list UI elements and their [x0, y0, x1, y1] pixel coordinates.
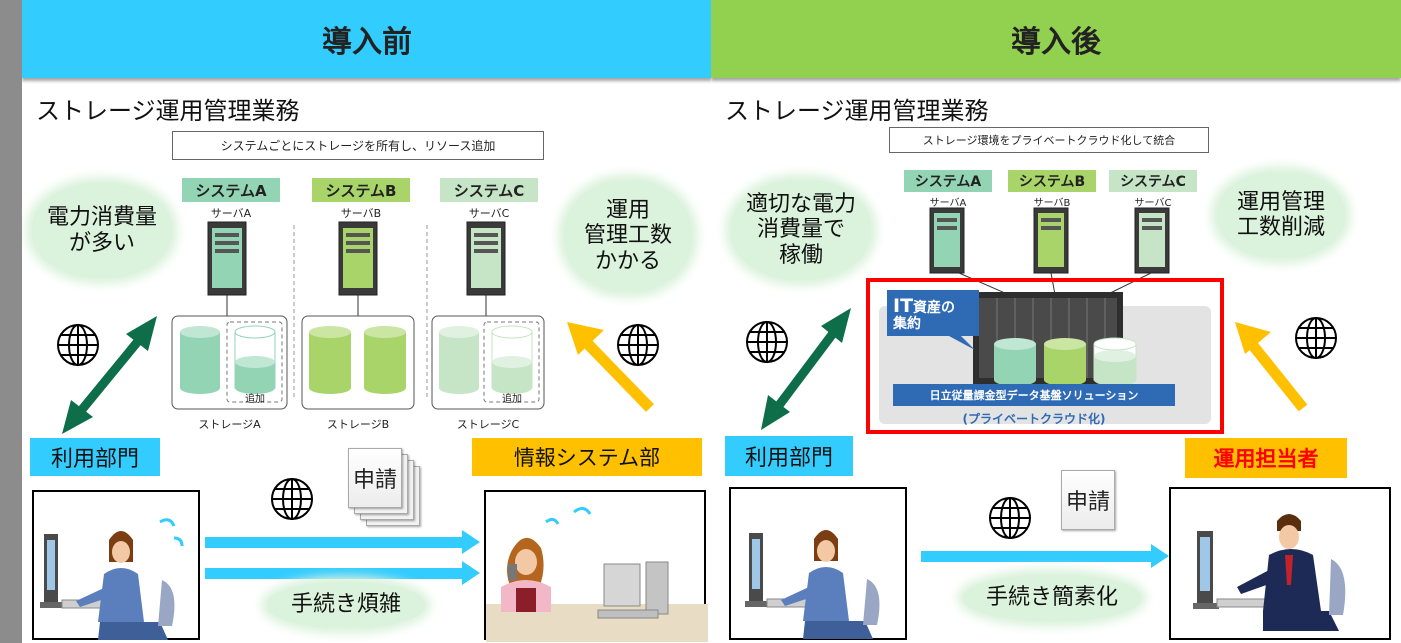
- before-double-arrow: [62, 316, 157, 434]
- before-server-c-label: サーバC: [468, 207, 510, 220]
- before-cloud-procedure: 手続き煩雑: [267, 582, 425, 628]
- before-server-a-icon: [207, 221, 247, 296]
- after-system-b-label: システムB: [1008, 170, 1096, 192]
- before-globe-right-icon: [617, 324, 659, 366]
- after-user-dept-label: 利用部門: [725, 436, 853, 476]
- after-cloud-workload: 運用管理 工数削減: [1217, 172, 1345, 258]
- after-panel: 導入後 ストレージ運用管理業務 ストレージ環境をプライベートクラウド化して統合 …: [711, 0, 1401, 643]
- after-callout-it: IT: [893, 295, 914, 317]
- before-system-a-label: システムA: [182, 178, 280, 202]
- before-up-arrow: [567, 322, 654, 412]
- before-title: ストレージ運用管理業務: [36, 97, 300, 125]
- after-system-a-label: システムA: [904, 170, 992, 192]
- after-header: 導入後: [711, 0, 1401, 78]
- after-globe-middle-icon: [989, 497, 1031, 539]
- before-server-b-icon: [338, 221, 378, 296]
- after-cloud-power: 適切な電力 消費量で 稼働: [731, 180, 871, 280]
- before-flow-arrow-1: [205, 530, 480, 554]
- after-operator-frame: [1169, 487, 1391, 640]
- before-storage-c-cylinders: [439, 325, 533, 394]
- after-double-arrow: [761, 308, 851, 430]
- after-callout-rest: 資産の 集約: [893, 300, 956, 332]
- before-storage-b-label: ストレージB: [326, 418, 390, 431]
- after-solution-bar: [893, 384, 1175, 406]
- after-user-frame: [729, 487, 907, 640]
- before-flow-arrow-2: [205, 561, 480, 585]
- after-storage-cylinders: [994, 337, 1137, 386]
- before-add-label-a: 追加: [245, 394, 265, 405]
- before-storage-c-label: ストレージC: [456, 418, 520, 431]
- before-storage-a-cylinders: [180, 325, 276, 394]
- before-diagram-graphics: [57, 221, 659, 585]
- before-it-dept-label: 情報システム部: [472, 438, 702, 476]
- before-header: 導入前: [22, 0, 712, 78]
- before-cloud-power: 電力消費量 が多い: [32, 183, 172, 278]
- after-up-arrow: [1235, 322, 1308, 412]
- before-panel: 導入前 ストレージ運用管理業務 システムごとにストレージを所有し、リソース追加 …: [22, 0, 712, 643]
- after-note: ストレージ環境をプライベートクラウド化して統合: [889, 127, 1209, 153]
- after-cloud-procedure: 手続き簡素化: [963, 575, 1141, 621]
- after-flow-arrow: [921, 544, 1169, 568]
- after-solution-label: 日立従量課金型データ基盤ソリューション: [929, 389, 1139, 402]
- after-callout-shape: [887, 290, 979, 350]
- before-globe-left-icon: [57, 324, 99, 366]
- before-storage-b-box: [301, 315, 415, 410]
- after-server-c-icon: [1134, 207, 1170, 274]
- before-storage-a-box: [171, 315, 288, 410]
- before-storage-b-cylinders: [309, 326, 406, 394]
- before-it-dept-frame: [484, 490, 708, 642]
- after-globe-right-icon: [1295, 317, 1337, 359]
- after-diagram-graphics: [746, 207, 1337, 568]
- before-server-a-label: サーバA: [210, 207, 252, 220]
- before-storage-c-box: [431, 315, 545, 410]
- after-server-a-icon: [929, 207, 965, 274]
- after-system-c-label: システムC: [1109, 170, 1197, 192]
- before-server-b-label: サーバB: [340, 207, 382, 220]
- after-callout-text: IT資産の 集約: [893, 296, 977, 332]
- after-globe-left-icon: [746, 321, 788, 363]
- before-cloud-workload: 運用 管理工数 かかる: [564, 180, 692, 292]
- before-add-label-c: 追加: [502, 394, 522, 405]
- after-user-illustration: [745, 530, 880, 639]
- before-system-c-label: システムC: [440, 178, 538, 202]
- before-user-dept-label: 利用部門: [30, 438, 160, 476]
- after-private-cloud-label: (プライベートクラウド化): [962, 412, 1106, 426]
- after-server-b-label: サーバB: [1033, 198, 1071, 209]
- after-operator-illustration: [1193, 514, 1346, 631]
- before-note: システムごとにストレージを所有し、リソース追加: [172, 131, 544, 160]
- before-request-slip: 申請: [348, 448, 402, 508]
- before-globe-middle-icon: [271, 478, 313, 520]
- after-highlight-box: [866, 278, 1224, 434]
- after-request-slip: 申請: [1061, 470, 1115, 530]
- before-user-frame: [32, 490, 200, 640]
- before-storage-a-label: ストレージA: [198, 418, 261, 431]
- after-title: ストレージ運用管理業務: [725, 97, 989, 125]
- after-server-c-label: サーバC: [1134, 198, 1172, 209]
- after-server-b-icon: [1033, 207, 1069, 274]
- before-user-illustration: [40, 518, 184, 640]
- before-server-c-icon: [466, 221, 506, 296]
- before-system-b-label: システムB: [312, 178, 410, 202]
- after-operator-label: 運用担当者: [1185, 438, 1347, 478]
- after-server-a-label: サーバA: [929, 198, 967, 209]
- before-it-staff-illustration: [486, 507, 708, 642]
